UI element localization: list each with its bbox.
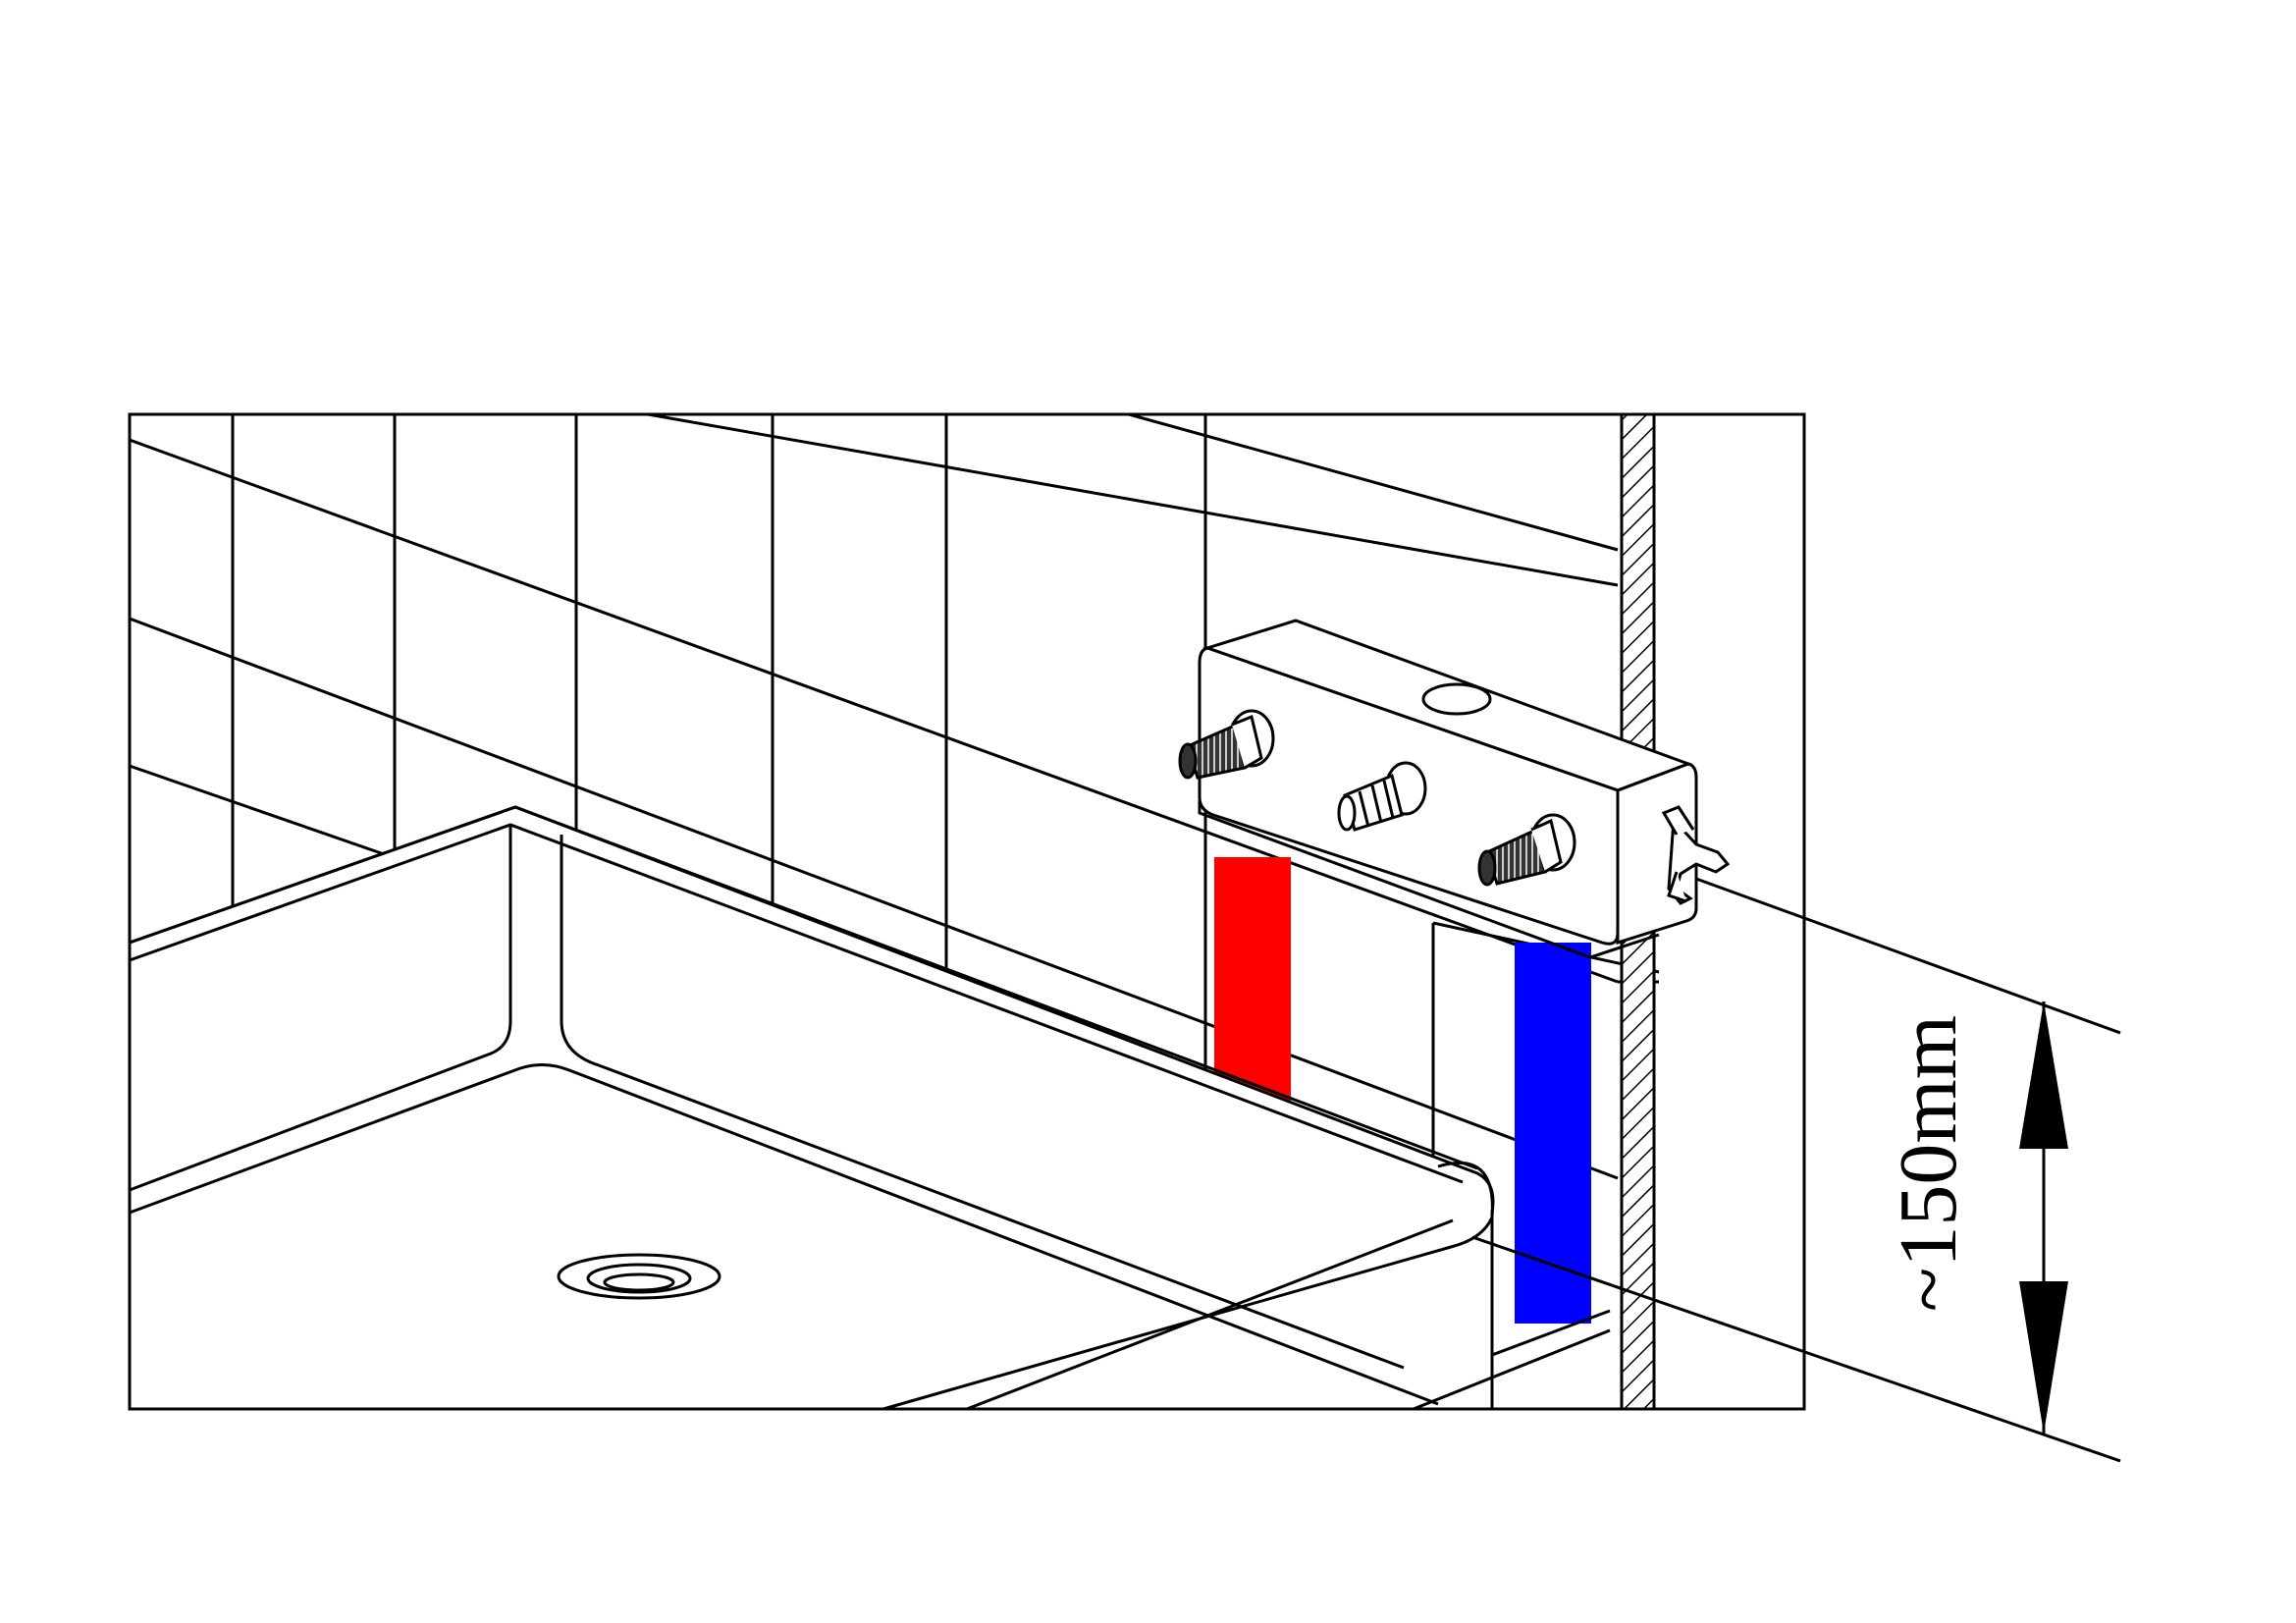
cold-connector-icon [1477,813,1576,887]
wing-nut-icon [1661,805,1731,905]
sink-drain-icon [557,1253,721,1300]
cold-water-pipe [1515,943,1591,1324]
dimension-lines [1471,877,2121,1463]
center-connector-icon [1337,761,1427,832]
dimension-label: ~150mm [1883,1014,1974,1313]
sink-basin [128,805,1611,1411]
hot-water-pipe [1214,857,1291,1114]
dimension-arrow [2019,1001,2068,1434]
hot-connector-icon [1178,709,1275,780]
